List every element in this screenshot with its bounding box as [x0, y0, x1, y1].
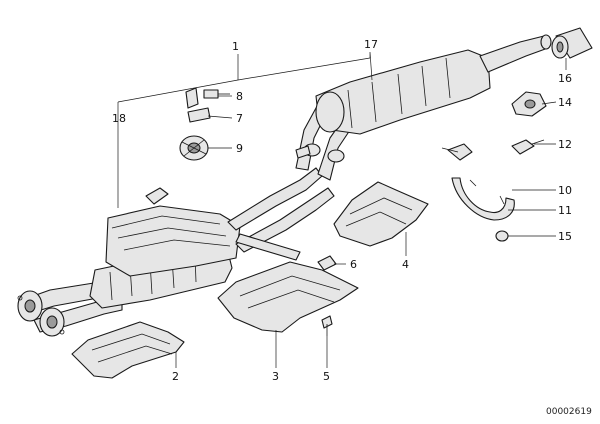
callout-12: 12 — [558, 138, 572, 151]
callout-16: 16 — [558, 72, 572, 85]
callout-14: 14 — [558, 96, 572, 109]
callout-3: 3 — [272, 370, 279, 383]
leader-lines — [117, 51, 567, 368]
callout-15: 15 — [558, 230, 572, 243]
callout-11: 11 — [558, 204, 572, 217]
callout-4: 4 — [402, 258, 409, 271]
callout-17: 17 — [364, 38, 378, 51]
callout-6: 6 — [350, 258, 357, 271]
callout-2: 2 — [172, 370, 179, 383]
callout-5: 5 — [323, 370, 330, 383]
front-flange — [17, 290, 65, 337]
tailpipe-trim — [551, 27, 593, 59]
callout-8: 8 — [236, 90, 243, 103]
exhaust-assembly — [17, 34, 552, 337]
hanger-rubber — [511, 91, 547, 117]
heat-shield-rear — [333, 181, 429, 247]
protection-plate-front — [71, 321, 185, 379]
callout-10: 10 — [558, 184, 572, 197]
front-silencer-box — [105, 205, 241, 277]
diagram-reference-code: 00002619 — [546, 407, 592, 417]
callout-1: 1 — [232, 40, 239, 53]
center-pipe-bracket — [235, 233, 301, 261]
clamp-assembly — [441, 139, 545, 242]
callout-9: 9 — [236, 142, 243, 155]
heat-shield-center — [217, 261, 359, 333]
bolt-and-bracket-set — [179, 87, 230, 161]
center-pipe-upper — [227, 167, 323, 231]
callout-18: 18 — [112, 112, 126, 125]
callout-labels: 1 17 18 16 8 7 9 14 12 10 11 15 4 6 2 3 … — [112, 38, 572, 383]
tailpipe — [479, 35, 549, 73]
callout-7: 7 — [236, 112, 243, 125]
